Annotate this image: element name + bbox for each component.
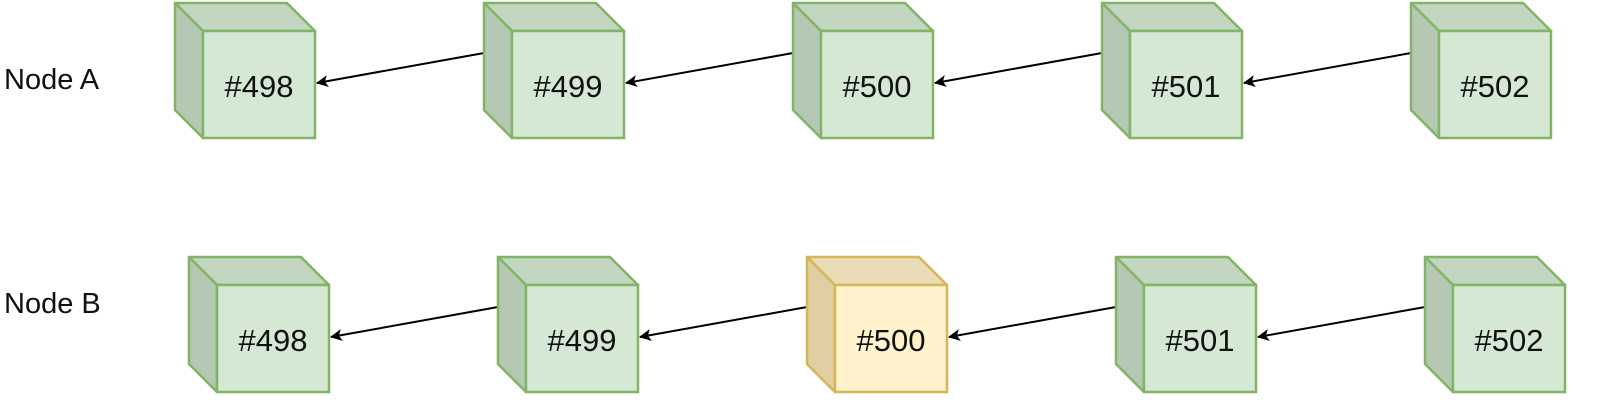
arrow-link-node-a-0	[316, 52, 485, 87]
arrow-link-node-a-1	[625, 52, 794, 87]
block-front-face	[1451, 283, 1567, 394]
arrow-link-node-b-2	[948, 306, 1117, 341]
block-front-face	[1437, 29, 1553, 140]
block-front-face	[510, 29, 626, 140]
block-front-face	[1128, 29, 1244, 140]
block-front-face	[1142, 283, 1258, 394]
block-cube-node-b-0: #498	[187, 255, 331, 394]
block-label: #500	[857, 323, 926, 358]
arrow-link-node-b-0	[330, 306, 499, 341]
block-label: #498	[225, 69, 294, 104]
block-label: #500	[843, 69, 912, 104]
block-label: #499	[534, 69, 603, 104]
arrow-link-node-a-2	[934, 52, 1103, 87]
block-label: #502	[1461, 69, 1530, 104]
block-front-face	[819, 29, 935, 140]
arrow-link-node-b-1	[639, 306, 808, 341]
block-cube-node-b-4: #502	[1423, 255, 1567, 394]
block-cube-node-a-1: #499	[482, 1, 626, 140]
block-cube-node-b-2: #500	[805, 255, 949, 394]
block-cube-node-b-1: #499	[496, 255, 640, 394]
block-front-face	[833, 283, 949, 394]
arrow-link-node-a-3	[1243, 52, 1412, 87]
block-label: #499	[548, 323, 617, 358]
block-label: #498	[239, 323, 308, 358]
block-front-face	[201, 29, 317, 140]
row-label-node-a: Node A	[4, 64, 100, 96]
arrow-link-node-b-3	[1257, 306, 1426, 341]
block-cube-node-b-3: #501	[1114, 255, 1258, 394]
arrows-layer	[316, 52, 1426, 341]
block-front-face	[524, 283, 640, 394]
block-cube-node-a-4: #502	[1409, 1, 1553, 140]
row-label-node-b: Node B	[4, 288, 101, 320]
block-front-face	[215, 283, 331, 394]
blocks-layer: #498 #499 #500 #501 #502 #498 #499 #500 #501 #502	[173, 1, 1567, 394]
block-label: #501	[1152, 69, 1221, 104]
block-label: #501	[1166, 323, 1235, 358]
block-cube-node-a-3: #501	[1100, 1, 1244, 140]
block-label: #502	[1475, 323, 1544, 358]
block-cube-node-a-0: #498	[173, 1, 317, 140]
block-cube-node-a-2: #500	[791, 1, 935, 140]
